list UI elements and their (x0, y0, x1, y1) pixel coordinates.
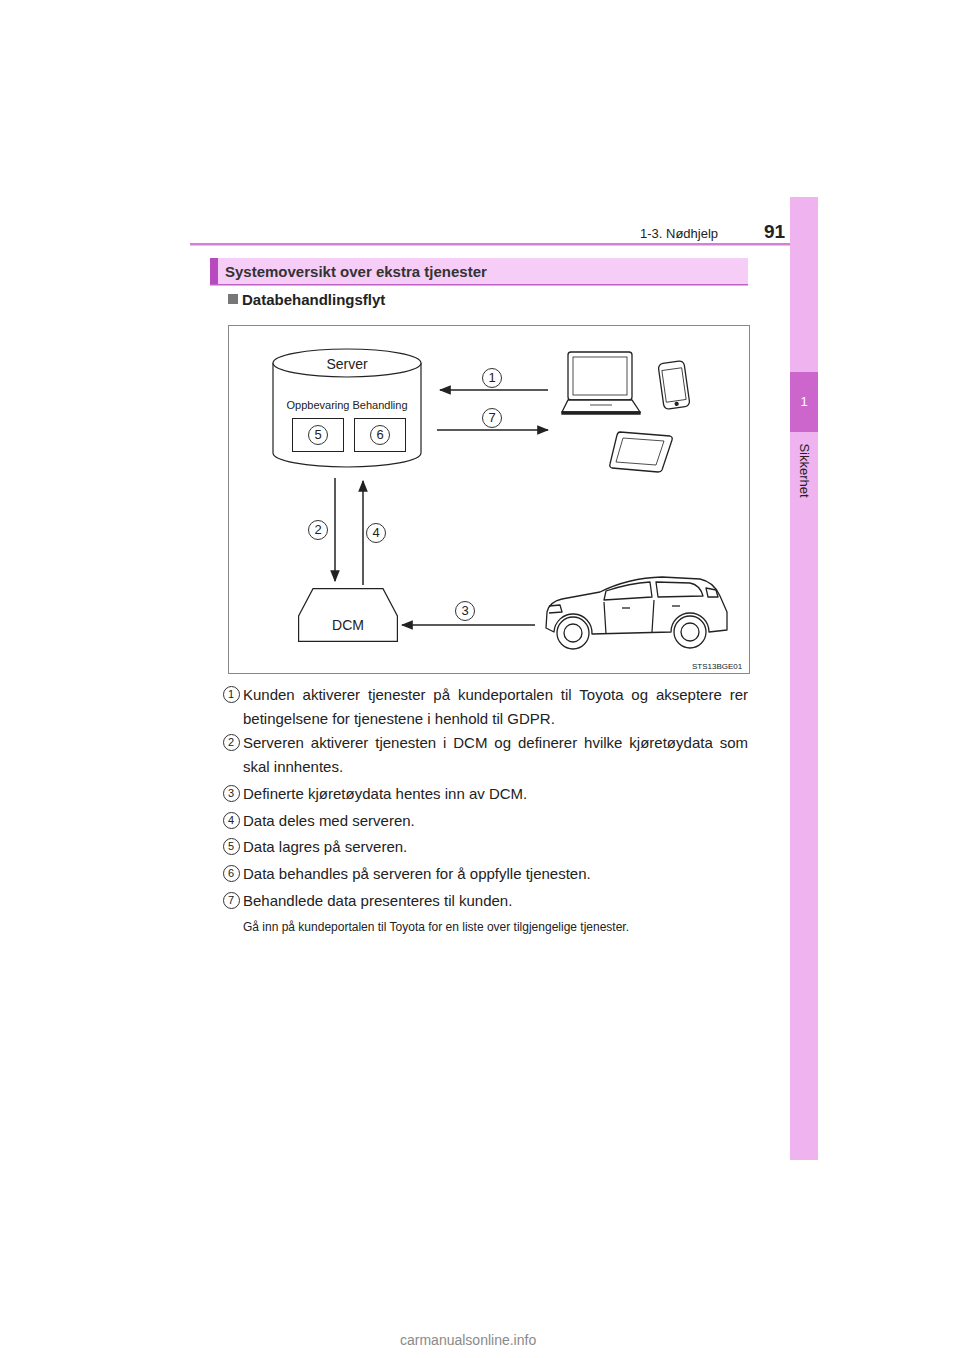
box-heading: Behandling (347, 398, 413, 412)
step-text: Data behandles på serveren for å oppfyll… (243, 862, 748, 886)
heading-band (210, 258, 748, 285)
flow-arrow (334, 478, 336, 581)
step-text: Kunden aktiverer tjenester på kundeporta… (243, 683, 748, 731)
note-text: Gå inn på kundeportalen til Toyota for e… (243, 919, 748, 935)
step-text: Data lagres på serveren. (243, 835, 748, 859)
heading-bar (210, 258, 218, 285)
bullet-square (228, 294, 238, 304)
node-title: Server (272, 348, 422, 372)
figure-code: STS13BGE01 (692, 662, 742, 671)
node-title: DCM (298, 588, 398, 633)
sidebar (790, 197, 818, 1160)
section-heading: Systemoversikt over ekstra tjenester (225, 262, 487, 281)
list-number: 7 (223, 892, 240, 909)
list-number: 1 (223, 686, 240, 703)
storage-box: Oppbevaring 5 (285, 398, 351, 456)
list-number: 5 (223, 838, 240, 855)
laptop-icon (562, 352, 640, 414)
box-frame: 6 (354, 418, 406, 452)
chapter-name: Sikkerhet (796, 443, 811, 497)
box-heading: Oppbevaring (285, 398, 351, 412)
trapezoid-outline (298, 588, 398, 642)
box-frame: 5 (292, 418, 344, 452)
callout-number: 3 (455, 601, 475, 621)
flow-arrow (362, 481, 364, 585)
callout-number: 1 (482, 368, 502, 388)
step-text: Data deles med serveren. (243, 809, 748, 833)
dcm-module: DCM (298, 588, 398, 642)
watermark: carmanualsonline.info (400, 1332, 536, 1348)
diagram-frame (229, 326, 750, 674)
processing-box: Behandling 6 (347, 398, 413, 456)
callout-number: 7 (482, 408, 502, 428)
heading-rule (210, 284, 748, 286)
header-rule (190, 243, 790, 246)
callout-number: 4 (366, 523, 386, 543)
step-text: Definerte kjøretøydata hentes inn av DCM… (243, 782, 748, 806)
list-number: 4 (223, 812, 240, 829)
sidebar-tab (790, 372, 818, 432)
chapter-title: 1-3. Nødhjelp (640, 226, 718, 241)
step-text: Behandlede data presenteres til kunden. (243, 889, 748, 913)
chapter-number: 1 (795, 394, 813, 410)
phone-icon (658, 360, 690, 409)
server-cylinder: Oppbevaring 5 Behandling 6 Server (272, 348, 422, 468)
callout-number: 2 (308, 520, 328, 540)
collect-arrow (402, 624, 535, 626)
page-number: 91 (764, 221, 785, 243)
present-arrow (437, 429, 548, 431)
step-text: Serveren aktiverer tjenesten i DCM og de… (243, 731, 748, 779)
car-illustration (546, 577, 727, 649)
callout-number: 5 (308, 425, 328, 445)
callout-number: 6 (370, 425, 390, 445)
list-number: 3 (223, 785, 240, 802)
request-arrow (440, 389, 548, 391)
tablet-icon (610, 432, 673, 472)
list-number: 6 (223, 865, 240, 882)
subheading: Databehandlingsflyt (242, 291, 385, 308)
list-number: 2 (223, 734, 240, 751)
